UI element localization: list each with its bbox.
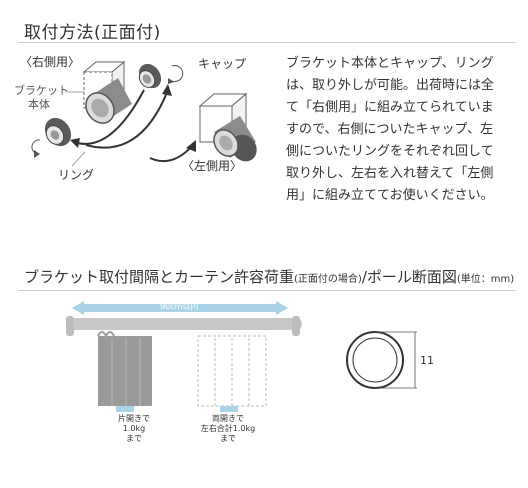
installation-method-title: 取付方法(正面付) (24, 23, 161, 43)
caption-line: 片開きで (118, 414, 150, 423)
title-note: (正面付の場合) (294, 274, 362, 285)
spacing-label: 90cm以内 (160, 302, 199, 311)
title-pole: ポール断面図 (366, 268, 457, 286)
section2-divider (18, 290, 516, 291)
caption-line: 左右合計1.0kg (200, 424, 256, 433)
curtain-load-illustration (66, 301, 302, 412)
double-open-caption: 両開きで 左右合計1.0kg まで (190, 414, 266, 444)
pole-cross-section (346, 331, 417, 389)
bracket-right-post (292, 316, 300, 336)
caption-line: まで (220, 434, 236, 443)
spacing-load-title: ブラケット取付間隔とカーテン許容荷重(正面付の場合)/ポール断面図(単位：mm) (24, 266, 514, 287)
pole-diameter-label: 11 (420, 354, 434, 367)
description-line: すので、右側についたキャップ、左 (286, 122, 494, 137)
bracket-body-label-1: ブラケット (14, 84, 69, 97)
description-line: て「右側用」に組み立てられていま (286, 100, 494, 115)
double-load-marker (220, 406, 238, 412)
bracket-body-label-2: 本体 (28, 98, 50, 111)
section1-divider (18, 42, 516, 43)
title-unit: (単位：mm) (456, 274, 515, 285)
description-line: ブラケット本体とキャップ、リング (286, 56, 494, 71)
description-line: 取り外し、左右を入れ替えて「左側 (286, 166, 494, 181)
caption-line: 1.0kg (122, 424, 146, 433)
title-separator: / (361, 268, 367, 286)
installation-description: ブラケット本体とキャップ、リング は、取り外しが可能。出荷時には全 て「右側用」… (286, 53, 514, 207)
sleeve-right (85, 78, 132, 124)
caption-line: まで (126, 434, 142, 443)
cap-label: キャップ (198, 57, 247, 71)
ring-label: リング (58, 168, 95, 182)
bracket-assembly-illustration (31, 60, 257, 167)
right-side-label: 〈右側用〉 (20, 55, 81, 69)
left-side-label: 〈左側用〉 (182, 159, 243, 173)
cap-part (138, 63, 162, 89)
ring-part (44, 117, 72, 147)
curtain-double-side (197, 335, 267, 407)
single-load-marker (116, 406, 134, 412)
curtain-single-side (97, 331, 152, 406)
bracket-left-post (66, 316, 74, 336)
single-open-caption: 片開きで 1.0kg まで (102, 414, 166, 444)
description-line: は、取り外しが可能。出荷時には全 (286, 78, 495, 93)
caption-line: 両開きで (212, 414, 244, 423)
sleeve-left (213, 116, 257, 162)
description-line: 側についたリングをそれぞれ回して (286, 144, 494, 159)
spacing-arrow (72, 301, 288, 315)
curtain-rod (66, 318, 302, 330)
description-line: 用」に組み立ててお使いください。 (286, 188, 494, 203)
title-main: ブラケット取付間隔とカーテン許容荷重 (24, 268, 295, 286)
